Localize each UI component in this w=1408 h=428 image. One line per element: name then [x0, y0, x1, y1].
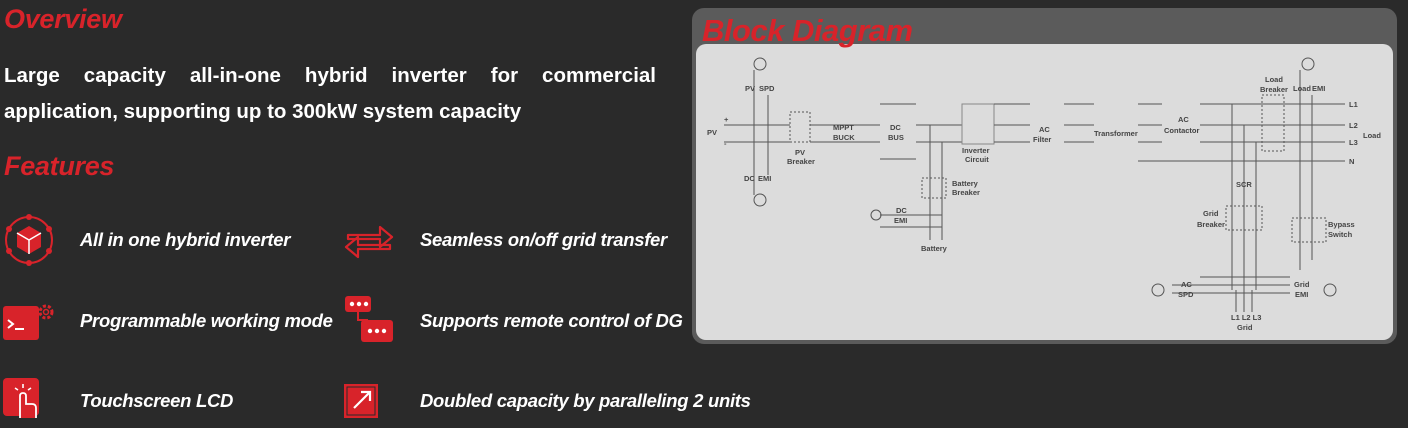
features-heading: Features [4, 151, 115, 181]
feature-label: Seamless on/off grid transfer [420, 229, 667, 250]
load-emi-label-b: EMI [1312, 84, 1325, 93]
load-breaker-label-b: Breaker [1260, 85, 1288, 94]
grid-emi-label-b: EMI [1295, 290, 1308, 299]
dc-emi-label: DC [744, 174, 755, 183]
remote-control-icon [345, 296, 393, 342]
feature-item-remote-dg: Supports remote control of DG [342, 294, 683, 348]
grid-emi-ground-icon [1323, 283, 1337, 297]
overview-description: Large capacity all-in-one hybrid inverte… [4, 64, 656, 123]
grid-breaker-label: Grid [1203, 209, 1219, 218]
mppt-label: MPPT [833, 123, 854, 132]
pv-breaker-label: PV [795, 148, 805, 157]
pv-spd-label: PV [745, 84, 755, 93]
block-diagram-title: Block Diagram [702, 13, 913, 48]
grid-breaker-label-b: Breaker [1197, 220, 1225, 229]
inverter-label-b: Circuit [965, 155, 989, 164]
inverter-block [961, 103, 995, 145]
buck-label: BUCK [833, 133, 855, 142]
load-emi-label: Load [1293, 84, 1311, 93]
emi-ground-icon [753, 193, 767, 207]
feature-item-paralleling: Doubled capacity by paralleling 2 units [342, 374, 751, 428]
feature-item-all-in-one: All in one hybrid inverter [2, 213, 290, 267]
load-breaker-label: Load [1265, 75, 1283, 84]
minus-label: - [724, 139, 727, 148]
grid-emi-label: Grid [1294, 280, 1310, 289]
dc-emi-ground-icon [870, 209, 882, 221]
l1-label: L1 [1349, 100, 1358, 109]
ac-spd-label-b: SPD [1178, 290, 1194, 299]
feature-label: All in one hybrid inverter [80, 229, 291, 250]
dc-bus-label: DC [890, 123, 901, 132]
battery-label: Battery [921, 244, 948, 253]
load-emi-ground-icon [1301, 57, 1315, 71]
dc-emi-label-b: EMI [758, 174, 771, 183]
feature-item-grid-transfer: Seamless on/off grid transfer [342, 213, 667, 267]
pv-label: PV [707, 128, 717, 137]
n-label: N [1349, 157, 1354, 166]
bypass-label: Bypass [1328, 220, 1355, 229]
ac-filter-label: AC [1039, 125, 1050, 134]
ac-spd-label: AC [1181, 280, 1192, 289]
pv-spd-label-b: SPD [759, 84, 775, 93]
scr-label: SCR [1236, 180, 1252, 189]
bypass-label-b: Switch [1328, 230, 1353, 239]
grid-label: Grid [1237, 323, 1253, 332]
overview-heading: Overview [4, 4, 122, 34]
touch-icon [3, 378, 39, 418]
feature-item-programmable: Programmable working mode [2, 294, 333, 348]
ac-filter-label-b: Filter [1033, 135, 1051, 144]
bypass-switch-box [1291, 217, 1327, 243]
feature-item-touchscreen: Touchscreen LCD [2, 374, 233, 428]
pv-breaker-label-b: Breaker [787, 157, 815, 166]
terminal-gear-icon [3, 304, 54, 340]
l3-label: L3 [1349, 138, 1358, 147]
block-diagram-panel [696, 44, 1393, 340]
feature-label: Doubled capacity by paralleling 2 units [420, 390, 751, 411]
grid-breaker-box [1225, 205, 1263, 231]
expand-icon [344, 384, 378, 418]
ac-spd-ground-icon [1151, 283, 1165, 297]
battery-breaker-box [921, 177, 947, 199]
transfer-arrows-icon [344, 225, 394, 259]
dc-bus-label-b: BUS [888, 133, 904, 142]
pv-breaker-box [789, 111, 811, 143]
feature-label: Programmable working mode [80, 310, 333, 331]
spd-ground-icon [753, 57, 767, 71]
ac-contactor-label-b: Contactor [1164, 126, 1199, 135]
dc-emi2-label: DC [896, 206, 907, 215]
load-breaker-box [1261, 94, 1285, 152]
plus-label: + [724, 115, 729, 124]
feature-label: Supports remote control of DG [420, 310, 683, 331]
ac-contactor-label: AC [1178, 115, 1189, 124]
load-label: Load [1363, 131, 1381, 140]
transformer-label: Transformer [1094, 129, 1138, 138]
battery-breaker-label-b: Breaker [952, 188, 980, 197]
feature-label: Touchscreen LCD [80, 390, 234, 411]
l2-label: L2 [1349, 121, 1358, 130]
cube-network-icon [5, 214, 53, 266]
inverter-label: Inverter [962, 146, 990, 155]
dc-emi2-label-b: EMI [894, 216, 907, 225]
battery-breaker-label: Battery [952, 179, 979, 188]
grid-lines-label: L1 L2 L3 [1231, 313, 1261, 322]
